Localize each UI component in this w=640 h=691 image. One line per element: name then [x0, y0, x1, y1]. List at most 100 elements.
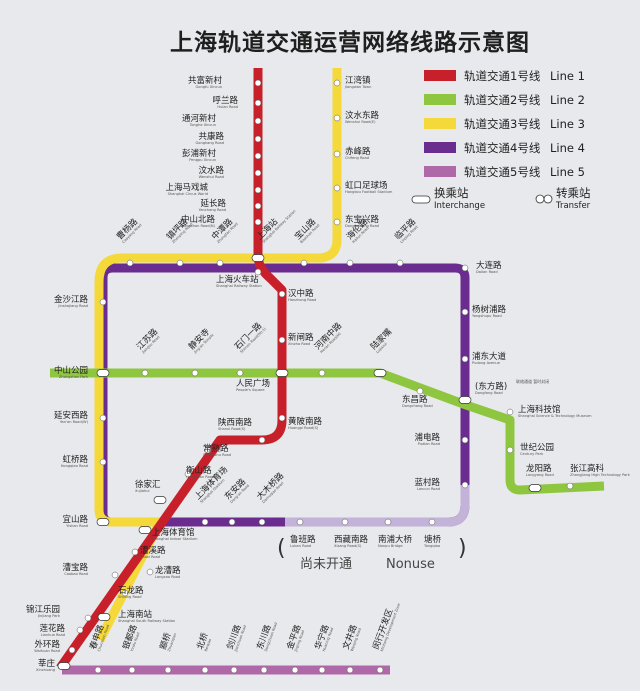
legend-swatch-line-3	[424, 118, 456, 129]
station-marker-damuqiaolu[interactable]	[258, 518, 266, 526]
station-name-en: Yanchang Road	[199, 208, 226, 212]
station-marker-wenshuilu[interactable]	[254, 169, 262, 177]
station-marker-jinshajianglu[interactable]	[99, 298, 107, 306]
station-marker-hailunlu[interactable]	[346, 259, 354, 267]
station-marker-dongchuanlu[interactable]	[260, 666, 268, 674]
station-marker-caobaolu[interactable]	[111, 571, 119, 579]
station-marker-zhangjiangkeji[interactable]	[506, 408, 514, 416]
station-marker-chifenglu[interactable]	[333, 150, 341, 158]
station-marker-linpinglu[interactable]	[396, 259, 404, 267]
station-marker-yindulu[interactable]	[128, 666, 136, 674]
station-marker-lancunlu[interactable]	[461, 481, 469, 489]
station-marker-baoshanlu[interactable]	[300, 259, 308, 267]
station-marker-shtiyuguan[interactable]	[138, 526, 152, 534]
station-marker-zhuanqiao[interactable]	[164, 666, 172, 674]
station-marker-zhenpinglu[interactable]	[176, 259, 184, 267]
station-marker-lianhualu[interactable]	[76, 626, 84, 634]
station-name-en: Xizang Road(S)	[334, 544, 362, 548]
station-marker-pudianlu[interactable]	[461, 436, 469, 444]
station-marker-shtiyuchang[interactable]	[201, 518, 209, 526]
station-marker-changshulu[interactable]	[204, 446, 212, 454]
station-marker-jianchuanlu[interactable]	[230, 666, 238, 674]
station-marker-hulanlu[interactable]	[254, 99, 262, 107]
station-marker-shilonglu[interactable]	[121, 589, 129, 597]
station-name-en: Huangpi Road(S)	[288, 426, 319, 430]
station-marker-hongqiaolu[interactable]	[99, 458, 107, 466]
station-marker-yanchanglu[interactable]	[254, 202, 262, 210]
station-marker-longcaolu[interactable]	[146, 568, 154, 576]
station-marker-xinzhalu[interactable]	[278, 336, 286, 344]
bracket-close: )	[458, 536, 467, 561]
station-marker-xujiahui[interactable]	[153, 496, 167, 504]
station-name-cn: 龙阳路	[526, 463, 552, 474]
station-marker-henanzhonglu[interactable]	[318, 369, 326, 377]
station-marker-caoxilu[interactable]	[131, 548, 139, 556]
station-marker-hengshanlu[interactable]	[184, 470, 192, 478]
station-marker-yangshupulu[interactable]	[461, 308, 469, 316]
station-marker-dalianlu[interactable]	[461, 264, 469, 272]
station-marker-shmaxicheng[interactable]	[254, 186, 262, 194]
station-marker-yishanlu[interactable]	[96, 518, 110, 526]
station-marker-hongkouzuqiuchang[interactable]	[333, 184, 341, 192]
station-marker-minhangkaifaqu[interactable]	[376, 666, 384, 674]
station-marker-shaanxinanlu[interactable]	[258, 436, 266, 444]
station-name-en: Hanzhong Road	[288, 298, 316, 302]
legend-swatch-line-4	[424, 142, 456, 153]
station-marker-jinpinglu[interactable]	[291, 666, 299, 674]
station-name-cn: 石龙路	[118, 585, 144, 596]
station-marker-wenshuidonglu[interactable]	[333, 114, 341, 122]
station-marker-zhongshangongyuan[interactable]	[96, 369, 110, 377]
station-marker-jiangsulu[interactable]	[141, 369, 149, 377]
station-marker-chunshenlu[interactable]	[94, 666, 102, 674]
station-marker-jinganssi[interactable]	[191, 369, 199, 377]
station-marker-luban[interactable]	[296, 518, 304, 526]
station-marker-tangqiao[interactable]	[428, 518, 436, 526]
station-marker-caoyanglu[interactable]	[126, 259, 134, 267]
station-marker-renminguangchang[interactable]	[275, 369, 289, 377]
station-marker-jiangwanzhen[interactable]	[333, 79, 341, 87]
station-marker-hanzhonglu[interactable]	[278, 290, 286, 298]
station-name-en: Gongfu Xincun	[196, 85, 223, 89]
station-marker-longyanglu[interactable]	[528, 484, 542, 492]
station-marker-pengpuxincun[interactable]	[254, 152, 262, 160]
station-marker-shijigongyuan[interactable]	[506, 446, 514, 454]
station-marker-shanghainanzhan[interactable]	[97, 613, 111, 621]
station-marker-beiqiao[interactable]	[201, 666, 209, 674]
station-name-en: Dongbaoxing Road	[345, 224, 379, 228]
station-marker-yananxilu[interactable]	[99, 414, 107, 422]
station-marker-xizangnanlu[interactable]	[341, 518, 349, 526]
station-marker-waihuanlu[interactable]	[68, 646, 76, 654]
station-marker-huaninglu[interactable]	[318, 666, 326, 674]
station-marker-nanpudaqiao[interactable]	[384, 518, 392, 526]
station-marker-huangpinanlu[interactable]	[278, 414, 286, 422]
station-marker-lujiazui[interactable]	[373, 369, 387, 377]
station-marker-shanghaihuochezhan[interactable]	[254, 268, 262, 276]
station-marker-gongkanglu[interactable]	[254, 135, 262, 143]
station-marker-jinjianglepark[interactable]	[84, 614, 92, 622]
station-marker-zhongshanbeilu[interactable]	[254, 218, 262, 226]
station-marker-zhangjianggaoke[interactable]	[566, 482, 574, 490]
station-marker-xinzhuang[interactable]	[57, 662, 71, 670]
station-marker-dongandalu[interactable]	[228, 518, 236, 526]
station-marker-gongfuxincun[interactable]	[254, 79, 262, 87]
dongfang-small-note: 联络通道 暂时封闭	[516, 378, 549, 384]
station-name-en: Nanpu Bridge	[378, 544, 403, 548]
station-marker-dongbaoxinglu[interactable]	[333, 218, 341, 226]
station-marker-wenjinglu[interactable]	[346, 666, 354, 674]
station-marker-zhongtanlu[interactable]	[216, 259, 224, 267]
station-name-cn: 汶水路	[198, 165, 224, 176]
station-name-en: Jinshajiang Road	[57, 304, 88, 308]
station-marker-tonghexincun[interactable]	[254, 117, 262, 125]
station-marker-dongchanglu[interactable]	[416, 387, 424, 395]
station-marker-pudongdadao[interactable]	[461, 355, 469, 363]
station-marker-dongfanglu[interactable]	[458, 396, 472, 404]
station-marker-shimenyilu[interactable]	[236, 369, 244, 377]
station-marker-shanghaizhan[interactable]	[251, 254, 265, 262]
